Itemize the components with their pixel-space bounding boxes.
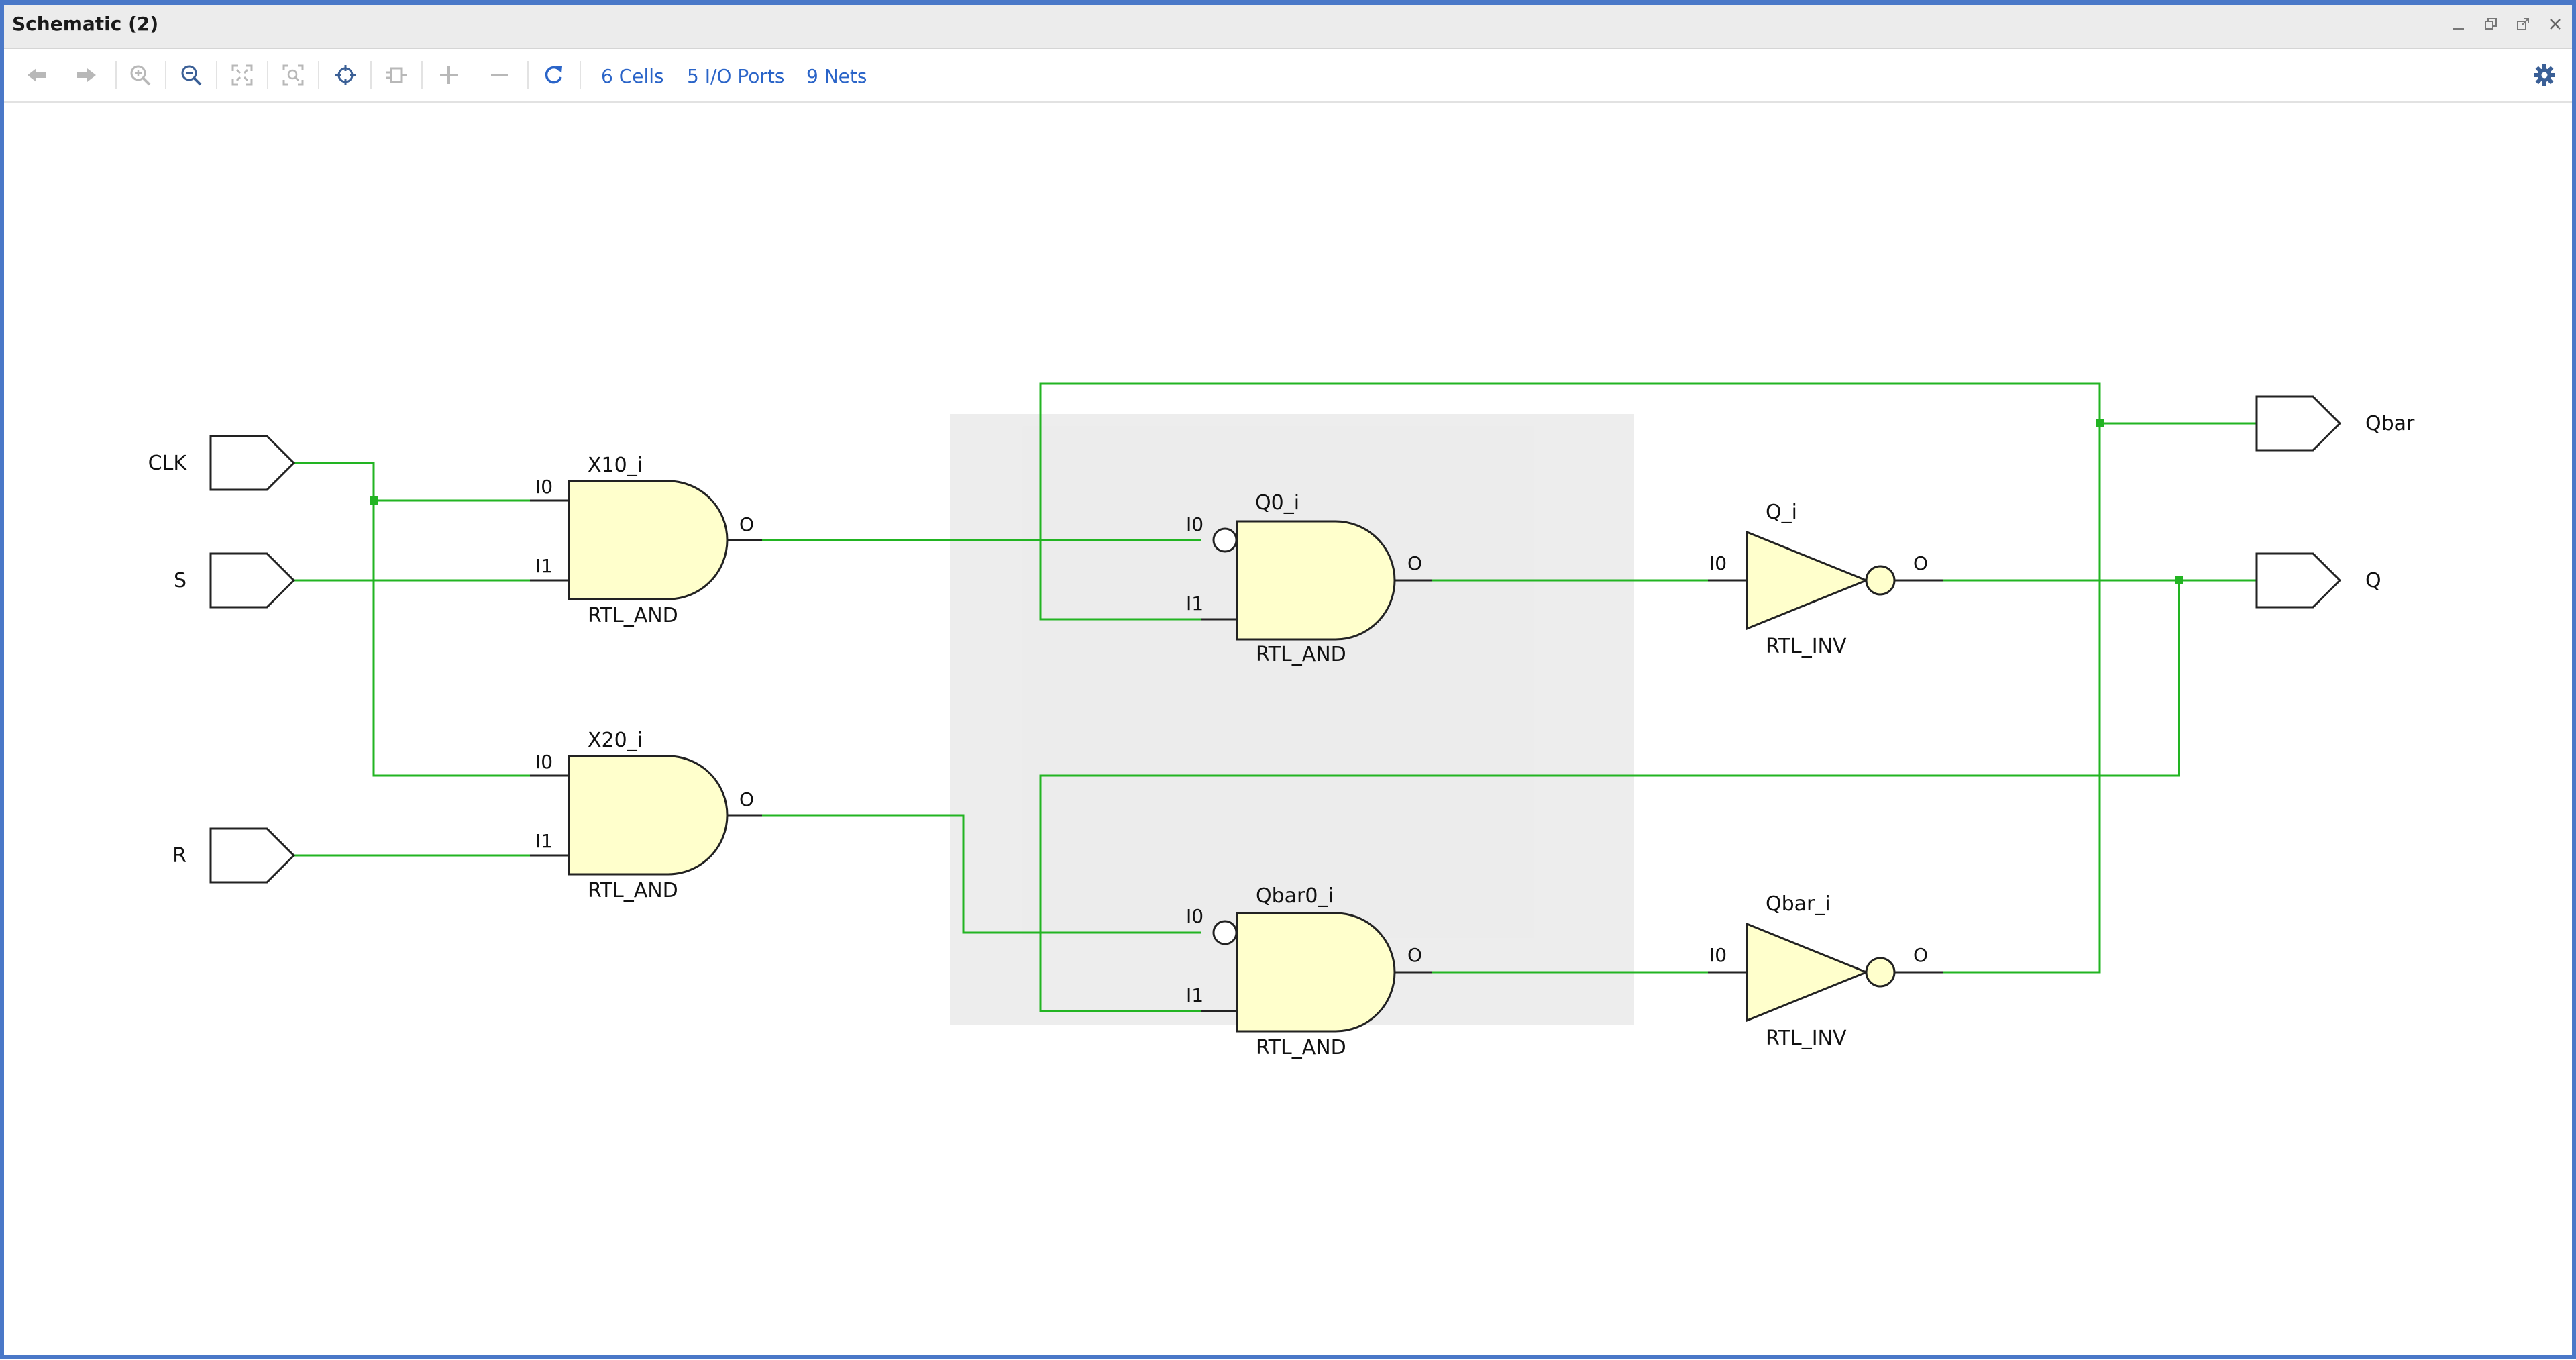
cell-type-x10: RTL_AND (588, 604, 678, 627)
pin-label: I0 (1186, 905, 1203, 927)
arrow-left-icon[interactable] (21, 60, 52, 91)
inverter-qbar[interactable]: Qbar_i I0 O RTL_INV (1708, 892, 1943, 1050)
pin-label: I0 (1186, 513, 1203, 535)
zoom-out-icon[interactable] (176, 60, 207, 91)
cell-type-qbarinv: RTL_INV (1766, 1027, 1847, 1050)
refresh-icon[interactable] (538, 60, 569, 91)
arrow-right-icon[interactable] (71, 60, 102, 91)
zoom-area-icon[interactable] (278, 60, 309, 91)
cell-name-q0: Q0_i (1255, 491, 1299, 515)
gear-icon[interactable] (2529, 60, 2560, 91)
window-controls (2449, 14, 2565, 34)
pin-label: O (739, 788, 754, 810)
minimize-icon[interactable] (2449, 14, 2469, 34)
cells-link[interactable]: 6 Cells (601, 65, 664, 87)
expand-cell-icon[interactable] (381, 60, 412, 91)
net-qbar (1039, 382, 2257, 974)
input-port-s[interactable]: S (174, 552, 296, 609)
and-gate-x20[interactable]: X20_i I0 I1 O RTL_AND (530, 729, 762, 902)
pin-label: O (1913, 944, 1928, 966)
plus-icon[interactable] (433, 60, 464, 91)
pin-label: O (739, 513, 754, 535)
input-port-r[interactable]: R (172, 827, 296, 884)
cell-type-qbar0: RTL_AND (1256, 1036, 1346, 1059)
pin-label: O (1407, 944, 1422, 966)
zoom-fit-icon[interactable] (227, 60, 258, 91)
pin-label: I1 (535, 555, 553, 577)
and-gate-x10[interactable]: X10_i I0 I1 O RTL_AND (530, 454, 762, 627)
cell-name-x10: X10_i (588, 454, 643, 477)
zoom-in-icon[interactable] (125, 60, 156, 91)
schematic-canvas[interactable]: CLK S R Qbar Q X10_i I0 I1 O RTL_AND (4, 103, 2572, 1360)
pin-label: O (1913, 552, 1928, 574)
pin-label: I0 (1709, 944, 1727, 966)
port-label-s: S (174, 569, 186, 592)
inverter-q[interactable]: Q_i I0 O RTL_INV (1708, 501, 1943, 658)
nets (292, 382, 2257, 1012)
and-gate-q0[interactable]: Q0_i I0 I1 O RTL_AND (1186, 491, 1432, 666)
output-port-q[interactable]: Q (2255, 552, 2381, 609)
port-label-r: R (172, 844, 186, 868)
output-port-qbar[interactable]: Qbar (2255, 395, 2415, 452)
net-clk (292, 462, 530, 777)
net-x20-out (761, 814, 1201, 934)
nets-link[interactable]: 9 Nets (806, 65, 867, 87)
cell-type-x20: RTL_AND (588, 879, 678, 902)
port-label-clk: CLK (148, 452, 188, 475)
port-label-qbar: Qbar (2365, 412, 2415, 435)
pin-label: I1 (535, 830, 553, 852)
minus-icon[interactable] (484, 60, 515, 91)
title-bar: Schematic (2) (4, 5, 2572, 49)
port-label-q: Q (2365, 569, 2381, 592)
cell-type-q0: RTL_AND (1256, 643, 1346, 666)
cell-name-qbarinv: Qbar_i (1766, 892, 1831, 916)
pin-label: I1 (1186, 592, 1203, 615)
and-gate-qbar0[interactable]: Qbar0_i I0 I1 O RTL_AND (1186, 884, 1432, 1059)
pin-label: I0 (535, 476, 553, 498)
pin-label: I1 (1186, 984, 1203, 1006)
input-port-clk[interactable]: CLK (148, 435, 296, 491)
watermark-logo (950, 414, 1634, 1025)
close-icon[interactable] (2545, 14, 2565, 34)
pin-label: O (1407, 552, 1422, 574)
io-ports-link[interactable]: 5 I/O Ports (687, 65, 785, 87)
cell-type-qinv: RTL_INV (1766, 635, 1847, 658)
schematic-toolbar: 6 Cells 5 I/O Ports 9 Nets (4, 49, 2572, 103)
cell-name-qbar0: Qbar0_i (1256, 884, 1334, 908)
restore-icon[interactable] (2481, 14, 2501, 34)
window-title: Schematic (2) (12, 13, 159, 35)
cell-name-qinv: Q_i (1766, 501, 1797, 524)
pin-label: I0 (535, 751, 553, 773)
pin-label: I0 (1709, 552, 1727, 574)
float-icon[interactable] (2513, 14, 2533, 34)
net-junctions (370, 419, 2183, 584)
crosshair-icon[interactable] (330, 60, 361, 91)
cell-name-x20: X20_i (588, 729, 643, 752)
